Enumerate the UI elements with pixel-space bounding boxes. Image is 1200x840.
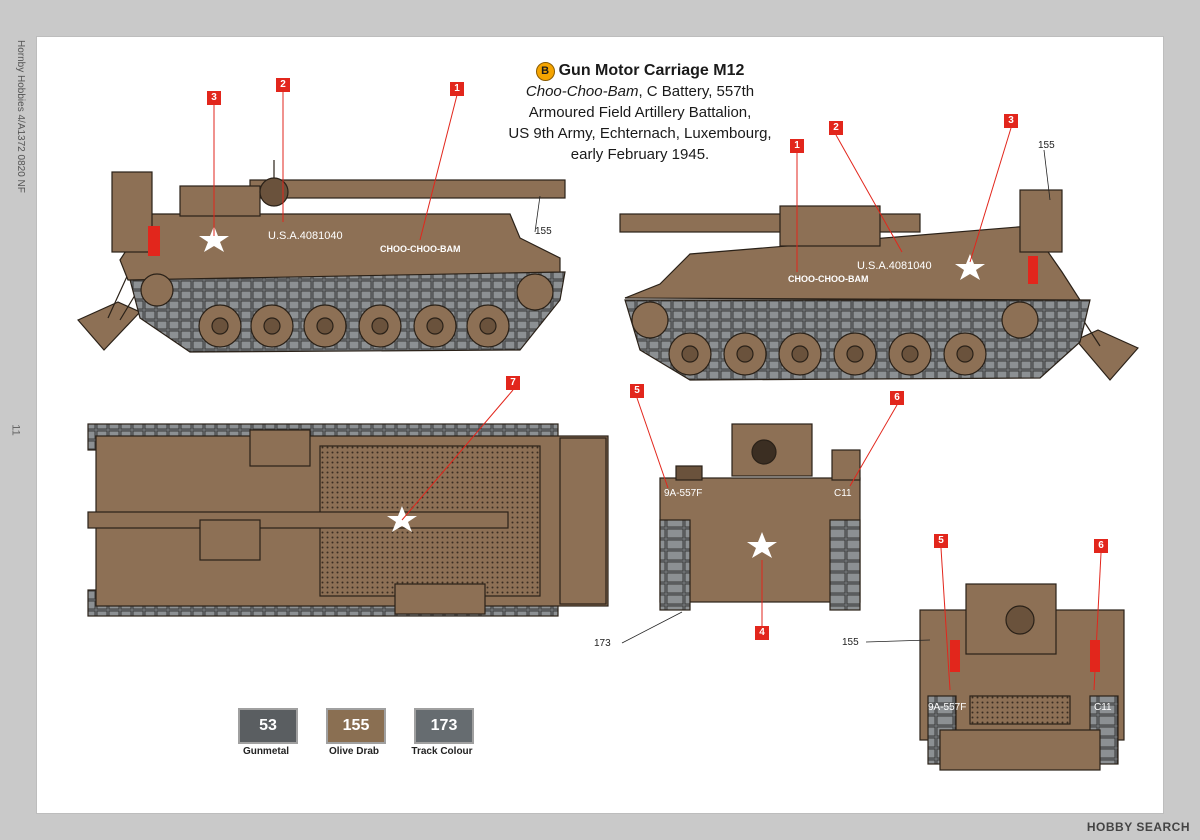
unit-marking-front: 9A-557F (664, 488, 703, 499)
battery-marking-front: C11 (834, 488, 852, 499)
decal-tag-front-5: 5 (630, 384, 644, 398)
decal-tag-right-2: 2 (829, 121, 843, 135)
unit-line-2: Armoured Field Artillery Battalion, (528, 104, 752, 121)
decal-tag-rear-5: 5 (934, 534, 948, 548)
swatch-label-olive-drab: Olive Drab (328, 746, 380, 757)
vehicle-name: Choo-Choo-Bam (525, 83, 639, 100)
vehicle-heading: Gun Motor Carriage M12 (558, 62, 745, 79)
name-marking-right: CHOO-CHOO-BAM (788, 274, 869, 284)
decal-tag-front-4: 4 (755, 626, 769, 640)
decal-tag-rear-6: 6 (1094, 539, 1108, 553)
front-view (659, 423, 861, 611)
paint-code-front-tracks: 173 (594, 638, 611, 649)
top-view (87, 423, 609, 617)
decal-tag-left-2: 2 (276, 78, 290, 92)
scheme-badge: B (535, 62, 555, 81)
paint-code-left-side: 155 (535, 226, 552, 237)
decal-tag-top-7: 7 (506, 376, 520, 390)
unit-line-4: early February 1945. (570, 146, 710, 163)
decal-tag-right-1: 1 (790, 139, 804, 153)
paint-code-right-side: 155 (1038, 140, 1055, 151)
serial-marking-left: U.S.A.4081040 (268, 230, 343, 242)
decal-tag-right-3: 3 (1004, 114, 1018, 128)
swatch-track-colour: 173 (414, 708, 474, 744)
unit-line-3: US 9th Army, Echternach, Luxembourg, (508, 125, 772, 142)
unit-marking-rear: 9A-557F (928, 702, 967, 713)
swatch-label-gunmetal: Gunmetal (242, 746, 290, 757)
decal-tag-front-6: 6 (890, 391, 904, 405)
swatch-label-track-colour: Track Colour (411, 746, 473, 757)
decal-tag-left-1: 1 (450, 82, 464, 96)
swatch-olive-drab: 155 (326, 708, 386, 744)
battery-marking-rear: C11 (1094, 702, 1112, 713)
serial-marking-right: U.S.A.4081040 (857, 260, 932, 272)
decal-tag-left-3: 3 (207, 91, 221, 105)
left-side-view (77, 160, 566, 353)
paint-code-rear-hull: 155 (842, 637, 859, 648)
callout-lines (213, 92, 1102, 691)
unit-line-1: , C Battery, 557th (638, 83, 755, 100)
code-leader-lines (534, 149, 1051, 644)
swatch-gunmetal: 53 (238, 708, 298, 744)
rear-view (919, 583, 1125, 771)
name-marking-left: CHOO-CHOO-BAM (380, 244, 461, 254)
right-side-view (619, 189, 1139, 381)
watermark: HOBBY SEARCH (1086, 820, 1190, 834)
